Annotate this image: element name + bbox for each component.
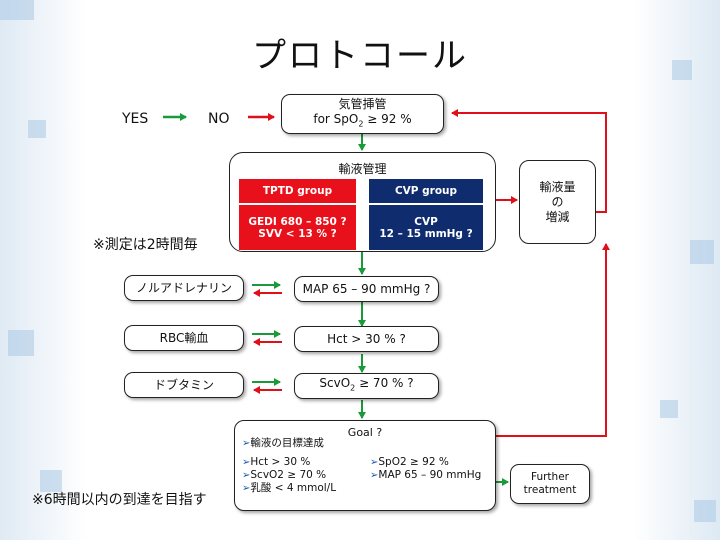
rbc-transfusion-label: RBC輸血 — [159, 330, 209, 345]
background-decoration — [8, 330, 34, 356]
fluid-adjust-line2: の — [551, 194, 564, 209]
background-decoration — [660, 400, 678, 418]
fluid-adjust-box: 輸液量 の 増減 — [519, 160, 596, 244]
scvo2-target-label: ScvO2 ≥ 70 % ? — [319, 376, 414, 393]
legend-yes-label: YES — [122, 111, 149, 127]
bullet-icon: ➢ — [242, 457, 251, 468]
background-decoration — [672, 60, 692, 80]
tptd-criteria-line2: SVV < 13 % ? — [258, 227, 337, 240]
background-decoration — [690, 240, 714, 264]
goal-item-spo2: ➢SpO2 ≥ 92 % — [370, 456, 449, 468]
goal-box: Goal ? — [234, 420, 496, 511]
bullet-icon: ➢ — [370, 457, 379, 468]
bullet-icon: ➢ — [242, 470, 251, 481]
hct-target-label: Hct > 30 % ? — [327, 331, 406, 346]
fluid-adjust-line3: 増減 — [545, 209, 570, 224]
further-treatment-box: Further treatment — [510, 464, 590, 504]
noradrenaline-box: ノルアドレナリン — [124, 275, 244, 301]
intubation-line2: for SpO2 ≥ 92 % — [313, 111, 412, 129]
goal-item-hct: ➢Hct > 30 % — [242, 456, 311, 468]
background-decoration — [28, 120, 46, 138]
tptd-criteria-line1: GEDI 680 – 850 ? — [248, 215, 347, 228]
fluid-adjust-line1: 輸液量 — [539, 179, 576, 194]
goal-item-lactate: ➢乳酸 < 4 mmol/L — [242, 482, 337, 494]
hct-target-box: Hct > 30 % ? — [294, 326, 439, 352]
goal-label: Goal ? — [347, 426, 383, 439]
cvp-criteria-line2: 12 – 15 mmHg ? — [379, 227, 473, 240]
bullet-icon: ➢ — [370, 470, 379, 481]
deadline-note: ※6時間以内の到達を目指す — [32, 492, 207, 508]
no-loop-from-goal — [496, 243, 610, 437]
dobutamine-label: ドブタミン — [153, 377, 214, 392]
map-target-label: MAP 65 – 90 mmHg ? — [302, 281, 431, 296]
bullet-icon: ➢ — [242, 438, 251, 449]
further-treatment-line2: treatment — [523, 484, 577, 496]
background-decoration — [40, 470, 62, 492]
tptd-criteria: GEDI 680 – 850 ? SVV < 13 % ? — [239, 205, 356, 250]
goal-heading: ➢輸液の目標達成 — [242, 437, 324, 449]
no-loop-to-intubation — [451, 109, 607, 213]
rbc-transfusion-box: RBC輸血 — [124, 325, 244, 351]
page-title: プロトコール — [252, 36, 468, 76]
intubation-line1: 気管挿管 — [338, 96, 387, 111]
cvp-group-header: CVP group — [369, 179, 483, 203]
background-decoration — [0, 0, 34, 20]
further-treatment-line1: Further — [531, 471, 569, 483]
measurement-note: ※測定は2時間毎 — [93, 237, 198, 253]
cvp-criteria: CVP 12 – 15 mmHg ? — [369, 205, 483, 250]
goal-item-map: ➢MAP 65 – 90 mmHg — [370, 469, 482, 481]
background-decoration — [694, 500, 716, 522]
intubation-box: 気管挿管 for SpO2 ≥ 92 % — [281, 94, 444, 134]
bullet-icon: ➢ — [242, 483, 251, 494]
fluid-management-label: 輸液管理 — [338, 162, 387, 176]
map-target-box: MAP 65 – 90 mmHg ? — [294, 276, 439, 302]
scvo2-target-box: ScvO2 ≥ 70 % ? — [294, 373, 439, 399]
cvp-criteria-line1: CVP — [414, 215, 438, 228]
noradrenaline-label: ノルアドレナリン — [135, 280, 232, 295]
dobutamine-box: ドブタミン — [124, 372, 244, 398]
legend-no-label: NO — [208, 111, 230, 127]
tptd-group-header: TPTD group — [239, 179, 356, 203]
goal-item-scvo2: ➢ScvO2 ≥ 70 % — [242, 469, 327, 481]
